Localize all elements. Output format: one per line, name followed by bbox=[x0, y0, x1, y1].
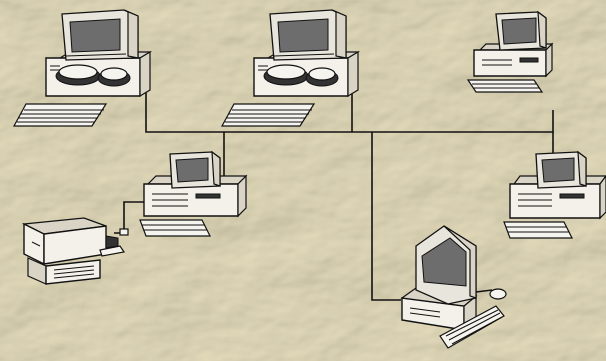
printer-cable-plug bbox=[120, 229, 128, 235]
